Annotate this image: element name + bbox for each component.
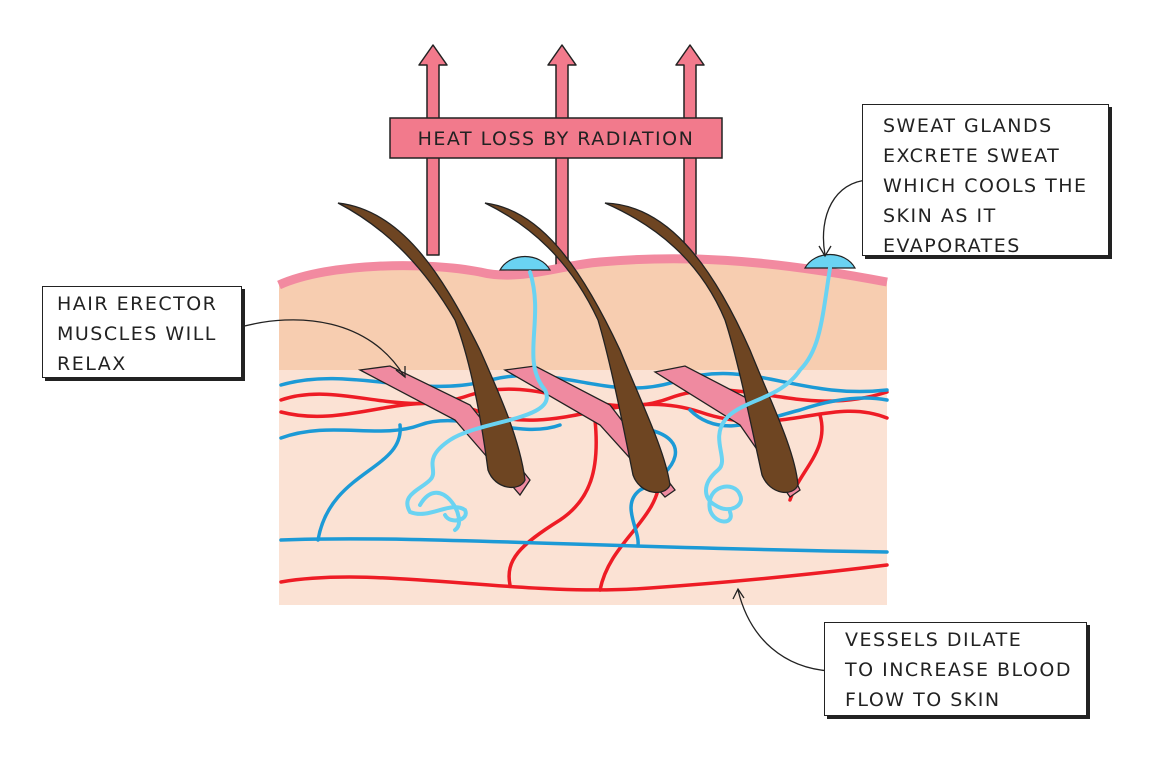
sweat-callout-line-1: SWEAT GLANDS [883,115,1053,137]
hairs [337,202,799,494]
sweat-glands [405,254,857,532]
vessels-callout-line-1: VESSELS DILATE [845,629,1023,651]
sweat-droplet-right [803,254,857,269]
hair-leader [236,319,405,377]
sweat-duct-right [704,266,832,524]
vessels-leader-arrowhead [732,587,745,600]
radiation-arrows [418,44,705,276]
vessels-dilate-callout: VESSELS DILATE TO INCREASE BLOOD FLOW TO… [824,622,1087,716]
vessels-leader [737,589,831,672]
heat-loss-banner: HEAT LOSS BY RADIATION [389,117,723,159]
hair-left [337,202,526,489]
sweat-glands-callout: SWEAT GLANDS EXCRETE SWEAT WHICH COOLS T… [862,104,1109,257]
epidermis-surface [277,254,888,290]
vessels-callout-line-3: FLOW TO SKIN [845,689,1001,711]
hair-leader-arrowhead [395,366,406,379]
hair-callout-line-3: RELAX [57,353,127,375]
hair-middle [484,202,671,494]
sweat-leader [822,179,869,256]
sweat-callout-line-4: SKIN AS IT [883,205,997,227]
sweat-callout-line-5: EVAPORATES [883,235,1021,257]
hair-callout-line-2: MUSCLES WILL [57,323,217,345]
hair-callout-line-1: HAIR ERECTOR [57,293,218,315]
sweat-duct-left [405,270,549,532]
sweat-droplet-left [498,256,552,271]
sweat-callout-line-3: WHICH COOLS THE [883,175,1088,197]
epidermis-layer [279,258,887,370]
radiation-arrow-middle [547,44,577,276]
sweat-callout-line-2: EXCRETE SWEAT [883,145,1061,167]
sweat-leader-arrowhead [818,245,832,258]
hair-right [604,202,799,494]
hair-erector-callout: HAIR ERECTOR MUSCLES WILL RELAX [42,286,242,378]
vessels-callout-line-2: TO INCREASE BLOOD [845,659,1072,681]
heat-loss-banner-label: HEAT LOSS BY RADIATION [418,128,695,150]
